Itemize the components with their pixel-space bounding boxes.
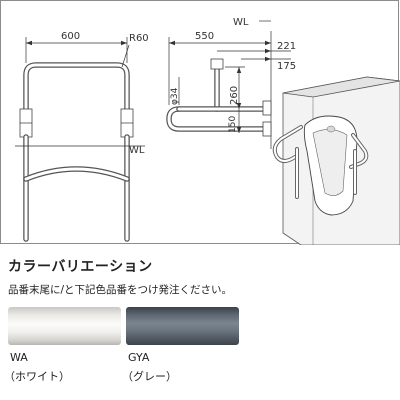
dimension-offset-175: 175 — [277, 61, 296, 72]
color-name-white: （ホワイト） — [4, 370, 70, 383]
order-instruction-note: 品番末尾に/と下記色品番をつけ発注ください。 — [8, 284, 233, 296]
front-view: 600 R60 WL — [15, 31, 149, 242]
color-name-gray: （グレー） — [122, 370, 177, 383]
dimension-height-150: 150 — [228, 116, 238, 133]
color-swatch-gray — [126, 307, 239, 345]
dimension-radius-r60: R60 — [129, 33, 149, 44]
side-view: 550 WL 221 175 260 150 φ34 — [166, 17, 296, 149]
color-variation-heading: カラーバリエーション — [8, 259, 153, 275]
dimension-height-260: 260 — [229, 86, 240, 105]
dimension-offset-221: 221 — [277, 41, 296, 52]
dimension-width-600: 600 — [61, 31, 80, 42]
wl-label-top: WL — [233, 17, 249, 28]
wl-label-left: WL — [129, 145, 145, 156]
dimension-diameter-34: φ34 — [170, 87, 180, 105]
installation-illustration — [272, 76, 400, 245]
product-drawing-panel: 600 R60 WL 550 — [0, 0, 400, 245]
color-code-wa: WA — [10, 351, 28, 364]
color-swatch-white — [8, 307, 121, 345]
dimension-depth-550: 550 — [195, 31, 214, 42]
color-code-gya: GYA — [128, 351, 150, 364]
product-drawing: 600 R60 WL 550 — [15, 17, 400, 245]
